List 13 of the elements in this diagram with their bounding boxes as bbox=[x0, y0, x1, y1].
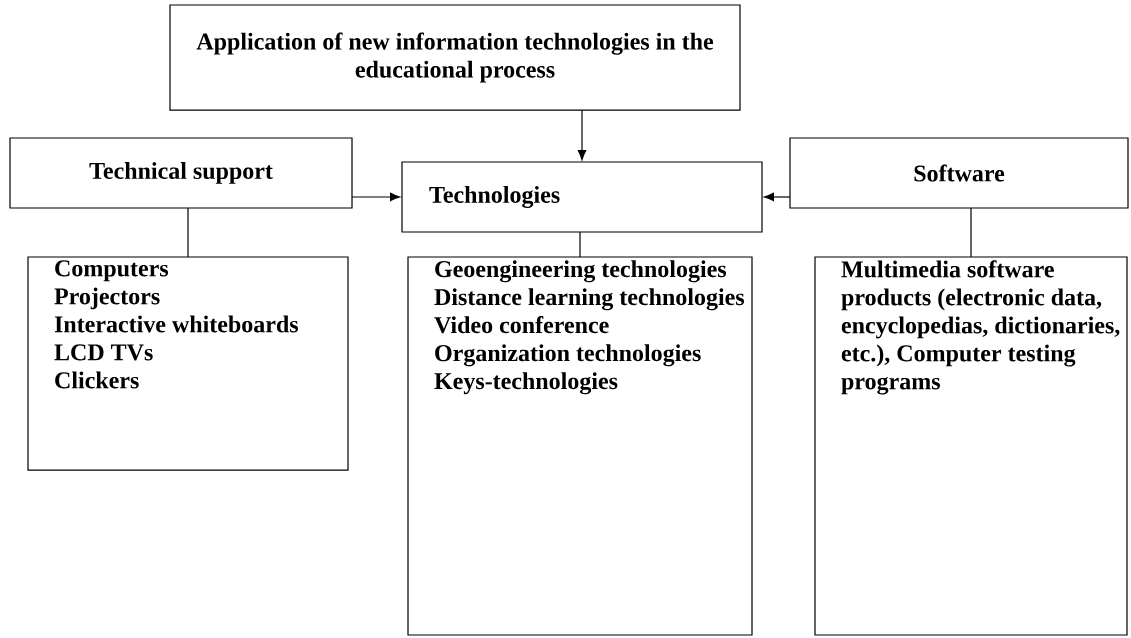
list-box: Computers Projectors Interactive whiteboards LCD TVs Clickers bbox=[27, 256, 349, 471]
list-box: Multimedia software products (electronic data, encyclopedias, dictionaries, etc.), Computer testing programs bbox=[814, 256, 1128, 636]
heading-box: Software bbox=[789, 137, 1129, 209]
arrow bbox=[763, 192, 791, 202]
arrow bbox=[351, 192, 401, 202]
connector-line bbox=[579, 231, 581, 258]
connector-line bbox=[187, 207, 189, 258]
heading-box: Application of new information technologies in the educational process bbox=[169, 4, 741, 111]
heading-box: Technical support bbox=[9, 137, 353, 209]
connector-line bbox=[970, 207, 972, 258]
arrow bbox=[577, 109, 587, 161]
heading-box: Technologies bbox=[401, 161, 763, 233]
list-box: Geoengineering technologies Distance learning technologies Video conference Organization technologies Keys-technologies bbox=[407, 256, 753, 636]
